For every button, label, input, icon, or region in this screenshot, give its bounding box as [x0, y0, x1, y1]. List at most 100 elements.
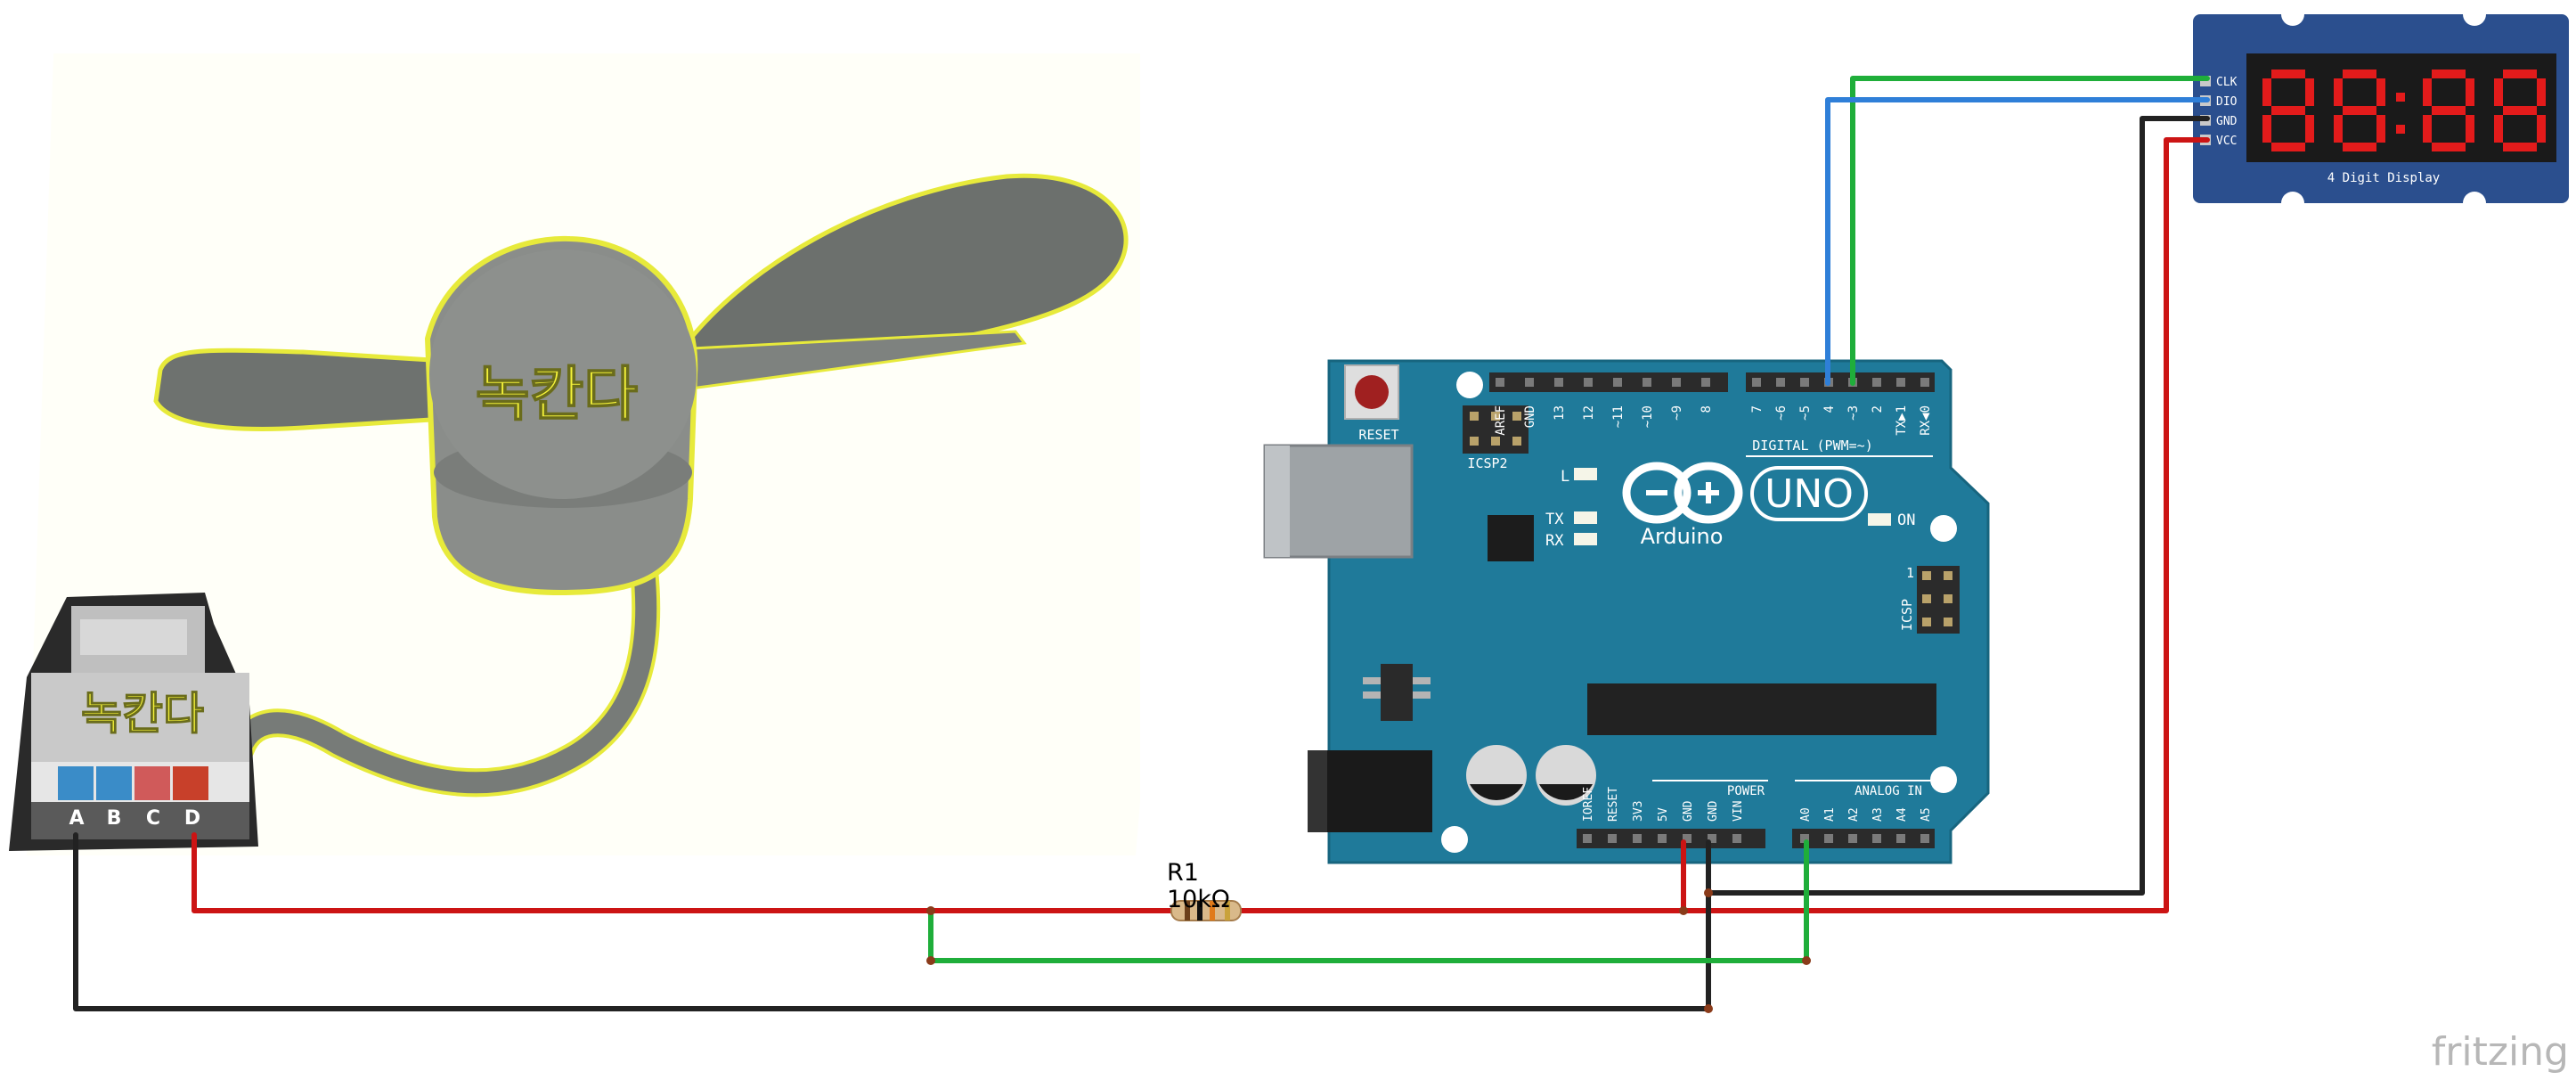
segment — [2343, 106, 2376, 115]
header-pin — [1613, 378, 1622, 387]
segment — [2503, 143, 2537, 151]
power-pin-label: VIN — [1732, 801, 1745, 822]
digital-pin-label: 7 — [1750, 405, 1765, 413]
vane-tail — [153, 348, 448, 431]
digital-pin-label: ~3 — [1846, 405, 1861, 421]
power-pin-label: RESET — [1607, 787, 1620, 822]
segment — [2432, 70, 2466, 78]
digital-pin-label: GND — [1523, 405, 1537, 428]
digital-pin-label: 2 — [1871, 405, 1885, 413]
header-pin — [1752, 378, 1761, 387]
analog-pin-label: A4 — [1895, 807, 1909, 822]
wire-black-sensor-gnd — [73, 832, 1711, 1011]
led-l — [1574, 468, 1597, 480]
segment — [2305, 78, 2314, 106]
display-pin-label: DIO — [2216, 95, 2238, 109]
digital-pin-label: 4 — [1822, 405, 1837, 413]
segment — [2305, 115, 2314, 143]
digital-label: DIGITAL (PWM=~) — [1752, 438, 1872, 454]
segment — [2466, 78, 2474, 106]
power-jack — [1308, 750, 1432, 832]
wire-green-clk — [1850, 76, 2210, 386]
pin-label-d: D — [184, 807, 200, 830]
power-pin-label: 3V3 — [1632, 801, 1645, 822]
vane-fin — [673, 173, 1129, 368]
sensor-connector: 녹칸다 A B C D — [9, 593, 258, 851]
segment — [2376, 115, 2385, 143]
segment — [2343, 143, 2376, 151]
header-pin — [1525, 378, 1534, 387]
power-pin-label: GND — [1707, 800, 1720, 822]
digital-pin-label: RX◀0 — [1919, 405, 1933, 436]
wire-red-sensor-5v — [192, 832, 1170, 913]
header-pin — [1683, 834, 1692, 843]
analog-pin-label: A3 — [1871, 807, 1885, 822]
power-pin-label: GND — [1682, 800, 1695, 822]
segment — [2262, 78, 2271, 106]
digital-pin-label: ~6 — [1774, 405, 1789, 421]
header-pin — [1701, 378, 1710, 387]
led-tx-label: TX — [1545, 511, 1564, 528]
segment — [2503, 70, 2537, 78]
segment — [2537, 78, 2546, 106]
analog-header — [1792, 829, 1935, 848]
display-pin-label: GND — [2216, 115, 2238, 128]
colon-dot — [2396, 93, 2405, 102]
led-rx — [1574, 533, 1597, 545]
capacitor-1 — [1466, 745, 1527, 806]
segment — [2503, 106, 2537, 115]
header-pin — [1920, 378, 1929, 387]
led-on-label: ON — [1897, 511, 1915, 529]
header-pin — [1672, 378, 1681, 387]
header-pin — [1776, 378, 1785, 387]
digital-pin-label: ~10 — [1641, 405, 1655, 428]
header-pin — [1554, 378, 1563, 387]
pin-b-color — [96, 766, 132, 800]
digital-pin-label: 12 — [1582, 405, 1596, 421]
header-pin — [1872, 834, 1881, 843]
segment — [2271, 143, 2305, 151]
segment — [2271, 70, 2305, 78]
segment — [2537, 115, 2546, 143]
wires — [73, 76, 2210, 1013]
header-pin — [1800, 378, 1809, 387]
wire-red-5v-vcc — [1681, 137, 2210, 913]
power-pin-label: IOREF — [1582, 787, 1595, 822]
reset-button[interactable] — [1344, 364, 1399, 420]
analog-pin-label: A1 — [1823, 807, 1837, 822]
pin-a-color — [58, 766, 94, 800]
header-pin — [1824, 834, 1833, 843]
digital-pin-label: ~5 — [1798, 405, 1813, 421]
uno-label: UNO — [1765, 471, 1854, 517]
header-pin — [1633, 834, 1642, 843]
pin-label-c: C — [146, 807, 160, 830]
segment — [2334, 78, 2343, 106]
header-pin — [1896, 834, 1905, 843]
header-pin — [1583, 834, 1592, 843]
segment — [2376, 78, 2385, 106]
segment — [2466, 115, 2474, 143]
header-pin — [1708, 834, 1716, 843]
pin-d-color — [173, 766, 208, 800]
vane-label: 녹칸다 — [476, 360, 638, 429]
analog-pin-label: A2 — [1847, 807, 1861, 822]
analog-pin-label: A5 — [1920, 807, 1933, 822]
segment — [2494, 78, 2503, 106]
voltage-regulator — [1381, 664, 1413, 721]
segment — [2334, 115, 2343, 143]
uno-badge — [1750, 466, 1868, 521]
digital-header-right — [1746, 372, 1935, 392]
resistor-name: R1 — [1167, 859, 1199, 887]
digital-pin-label: TX▶1 — [1895, 405, 1909, 436]
segment — [2432, 106, 2466, 115]
digital-header-left — [1489, 372, 1728, 392]
segment — [2271, 106, 2305, 115]
power-label: POWER — [1727, 784, 1765, 798]
display-pin-label: CLK — [2216, 76, 2238, 89]
header-pin — [1920, 834, 1929, 843]
led-tx — [1574, 511, 1597, 524]
atmega-chip — [1587, 683, 1936, 735]
fritzing-watermark: fritzing — [2432, 1029, 2569, 1075]
board-pcb — [1327, 359, 1990, 864]
